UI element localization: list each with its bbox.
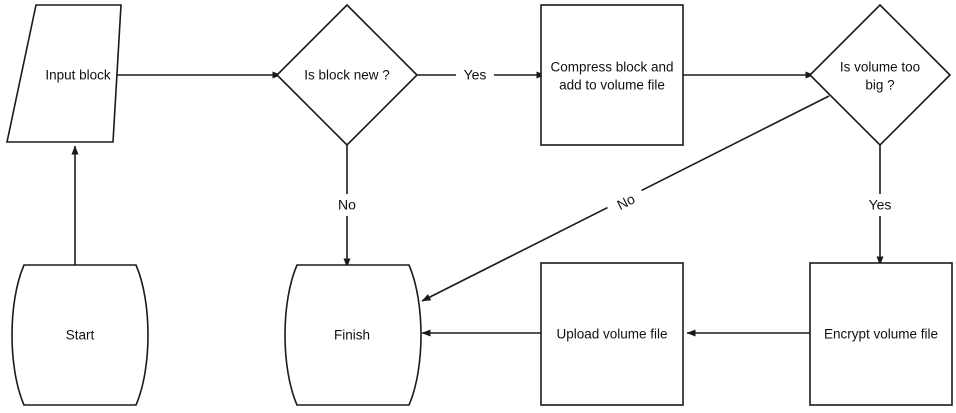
node-label-is-volume-too-big-line2: big ? <box>865 78 894 93</box>
node-label-input-block: Input block <box>45 68 111 83</box>
edge-label-yes-volume-too-big: Yes <box>869 197 892 213</box>
node-label-is-volume-too-big-line1: Is volume too <box>840 60 920 75</box>
node-is-volume-too-big[interactable]: Is volume too big ? <box>808 3 952 147</box>
node-is-block-new[interactable]: Is block new ? <box>275 3 419 147</box>
edge-is-volume-too-big-no-to-finish: No <box>421 95 830 302</box>
node-label-encrypt-volume-file: Encrypt volume file <box>824 327 938 342</box>
node-label-compress-block-line2: add to volume file <box>559 78 665 93</box>
node-compress-block[interactable]: Compress block and add to volume file <box>540 4 684 146</box>
node-label-is-block-new: Is block new ? <box>304 68 390 83</box>
node-input-block[interactable]: Input block <box>6 4 122 143</box>
edge-is-block-new-yes-to-compress-block: Yes <box>417 64 546 86</box>
node-label-finish: Finish <box>334 328 370 343</box>
edge-label-no-new-block: No <box>338 197 356 213</box>
edge-label-no-volume-too-big: No <box>614 190 637 212</box>
edge-label-yes-new-block: Yes <box>464 67 487 83</box>
node-label-upload-volume-file: Upload volume file <box>556 327 667 342</box>
node-encrypt-volume-file[interactable]: Encrypt volume file <box>809 262 953 406</box>
node-start[interactable]: Start <box>11 264 149 406</box>
node-label-compress-block-line1: Compress block and <box>550 60 673 75</box>
node-upload-volume-file[interactable]: Upload volume file <box>540 262 684 406</box>
edge-is-block-new-no-to-finish: No <box>329 145 366 268</box>
node-finish[interactable]: Finish <box>284 264 422 406</box>
edge-is-volume-too-big-yes-to-encrypt: Yes <box>861 145 900 266</box>
node-label-start: Start <box>66 328 95 343</box>
